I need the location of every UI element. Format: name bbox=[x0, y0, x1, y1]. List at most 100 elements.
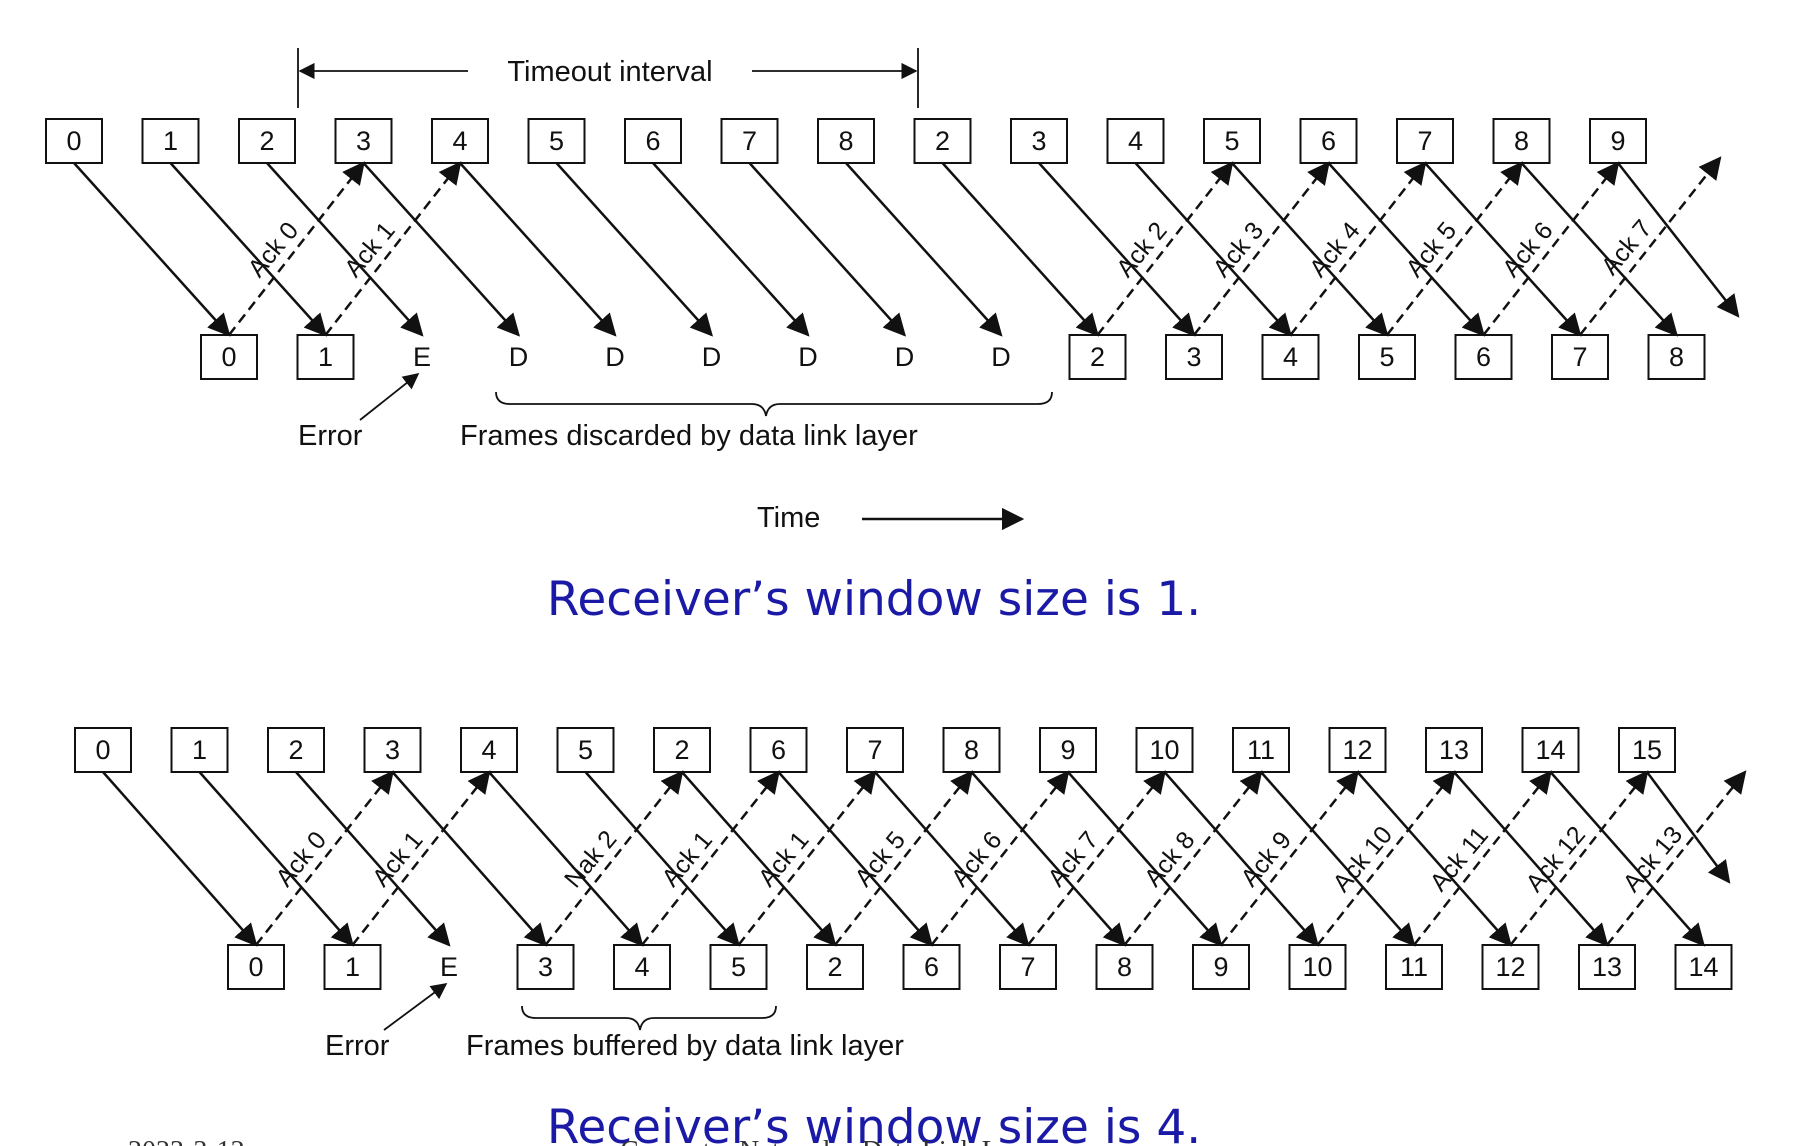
top-receiver-frame-label: D bbox=[509, 342, 529, 372]
bottom-frame-arrow bbox=[777, 771, 933, 947]
top-receiver-frame-13: 6 bbox=[1454, 334, 1513, 380]
discard-label: Frames discarded by data link layer bbox=[460, 420, 918, 452]
top-sender-frame-box bbox=[431, 118, 489, 164]
bottom-ack-arrow bbox=[1413, 770, 1552, 946]
top-receiver-frame-label: 4 bbox=[1283, 342, 1298, 372]
top-ack-label: Ack 1 bbox=[339, 217, 401, 283]
bottom-receiver-frame-label: 0 bbox=[248, 952, 263, 982]
bottom-ack-arrow bbox=[1027, 770, 1166, 946]
top-sender-frame-2: 2 bbox=[238, 118, 296, 164]
top-receiver-frame-2: E bbox=[413, 342, 431, 372]
bottom-receiver-frame-label: 1 bbox=[345, 952, 360, 982]
top-frame-arrow bbox=[73, 162, 231, 337]
top-ack-label: Ack 5 bbox=[1401, 217, 1463, 283]
bottom-sender-frame-13: 12 bbox=[1328, 727, 1387, 773]
top-ack-arrow bbox=[1096, 161, 1234, 336]
bottom-frame-arrow bbox=[102, 771, 258, 947]
bottom-receiver-frame-10: 9 bbox=[1192, 944, 1250, 990]
top-sender-frame-14: 7 bbox=[1396, 118, 1454, 164]
top-frame-arrow bbox=[1424, 162, 1582, 337]
bottom-receiver-frame-3: 3 bbox=[516, 944, 575, 990]
bottom-sender-frame-label: 10 bbox=[1149, 735, 1179, 765]
top-receiver-frame-box bbox=[1454, 334, 1513, 380]
bottom-sender-frame-8: 7 bbox=[846, 727, 904, 773]
top-frame-arrow bbox=[1231, 162, 1389, 337]
bottom-sender-frame-label: 15 bbox=[1632, 735, 1662, 765]
top-frame-arrow bbox=[1617, 162, 1740, 318]
bottom-ack-arrow bbox=[544, 770, 684, 946]
bottom-receiver-frame-9: 8 bbox=[1095, 944, 1154, 990]
bottom-receiver-frame-5: 5 bbox=[709, 944, 768, 990]
top-receiver-frame-1: 1 bbox=[296, 334, 355, 380]
buffer-brace: Frames buffered by data link layer bbox=[466, 1005, 904, 1062]
top-frame-arrow bbox=[169, 162, 328, 337]
top-frame-arrow bbox=[266, 162, 424, 337]
bottom-receiver-frame-box bbox=[999, 944, 1057, 990]
top-ack-arrow bbox=[1386, 161, 1523, 336]
bottom-sender-frame-label: 8 bbox=[964, 735, 979, 765]
top-frame-arrow bbox=[555, 162, 714, 337]
bottom-receiver-frame-label: 10 bbox=[1302, 952, 1332, 982]
top-receiver-frame-0: 0 bbox=[200, 334, 258, 380]
top-receiver-frame-15: 8 bbox=[1647, 334, 1706, 380]
bottom-receiver-frame-7: 6 bbox=[902, 944, 961, 990]
bottom-frame-arrow bbox=[1549, 771, 1705, 947]
bottom-receiver-frame-label: E bbox=[440, 952, 458, 982]
top-sender-frame-7: 7 bbox=[720, 118, 779, 164]
discard-brace: Frames discarded by data link layer bbox=[460, 391, 1053, 452]
top-ack-arrow bbox=[1579, 156, 1722, 336]
bottom-ack-label: Ack 7 bbox=[1042, 826, 1104, 892]
bottom-receiver-frame-4: 4 bbox=[613, 944, 671, 990]
top-receiver-frame-3: D bbox=[509, 342, 529, 372]
bottom-sender-frame-box bbox=[749, 727, 808, 773]
top-sender-frame-box bbox=[624, 118, 682, 164]
top-sender-frame-box bbox=[1010, 118, 1068, 164]
top-sender-frame-label: 2 bbox=[935, 126, 950, 156]
top-error-annotation: Error bbox=[298, 372, 420, 452]
bottom-receiver-frame-label: 13 bbox=[1592, 952, 1622, 982]
top-sender-frame-label: 3 bbox=[1031, 126, 1046, 156]
top-sender-frame-box bbox=[1492, 118, 1551, 164]
bottom-sender-frame-9: 8 bbox=[942, 727, 1001, 773]
top-sender-frame-label: 8 bbox=[1514, 126, 1529, 156]
top-frame-arrow bbox=[362, 162, 521, 337]
top-sender-frame-1: 1 bbox=[141, 118, 200, 164]
top-sender-frame-box bbox=[913, 118, 972, 164]
bottom-receiver-frame-box bbox=[806, 944, 864, 990]
top-sender-frame-13: 6 bbox=[1299, 118, 1358, 164]
bottom-sender-frame-3: 3 bbox=[363, 727, 422, 773]
bottom-ack-arrow bbox=[351, 770, 491, 946]
bottom-frame-arrow bbox=[1645, 771, 1731, 884]
top-receiver-frame-box bbox=[200, 334, 258, 380]
time-label: Time bbox=[757, 502, 820, 534]
top-receiver-frame-12: 5 bbox=[1358, 334, 1416, 380]
top-sender-frame-box bbox=[45, 118, 103, 164]
top-ack-label: Ack 3 bbox=[1208, 217, 1270, 283]
bottom-receiver-frame-label: 12 bbox=[1495, 952, 1525, 982]
bottom-sender-frame-label: 6 bbox=[771, 735, 786, 765]
bottom-sender-frame-4: 4 bbox=[460, 727, 518, 773]
top-sender-frame-9: 2 bbox=[913, 118, 972, 164]
top-sender-frame-label: 0 bbox=[66, 126, 81, 156]
bottom-frame-arrow bbox=[1163, 771, 1319, 947]
bottom-receiver-frame-label: 9 bbox=[1213, 952, 1228, 982]
top-ack-label: Ack 6 bbox=[1497, 217, 1559, 283]
bottom-receiver-frame-label: 4 bbox=[634, 952, 649, 982]
top-ack-label: Ack 4 bbox=[1304, 217, 1366, 283]
bottom-receiver-frame-1: 1 bbox=[323, 944, 382, 990]
top-receiver-frame-label: D bbox=[798, 342, 818, 372]
top-sender-frame-10: 3 bbox=[1010, 118, 1068, 164]
top-frame-arrow bbox=[1134, 162, 1293, 337]
top-receiver-frame-label: 6 bbox=[1476, 342, 1491, 372]
bottom-sender-frame-10: 9 bbox=[1039, 727, 1097, 773]
top-frame-arrow bbox=[1520, 162, 1679, 337]
bottom-sender-frame-label: 11 bbox=[1247, 735, 1275, 765]
top-sender-frame-label: 7 bbox=[742, 126, 757, 156]
top-receiver-frame-label: D bbox=[991, 342, 1011, 372]
top-ack-arrow bbox=[228, 161, 365, 336]
bottom-receiver-frame-8: 7 bbox=[999, 944, 1057, 990]
top-sender-frame-label: 6 bbox=[1321, 126, 1336, 156]
top-receiver-frame-label: D bbox=[605, 342, 625, 372]
